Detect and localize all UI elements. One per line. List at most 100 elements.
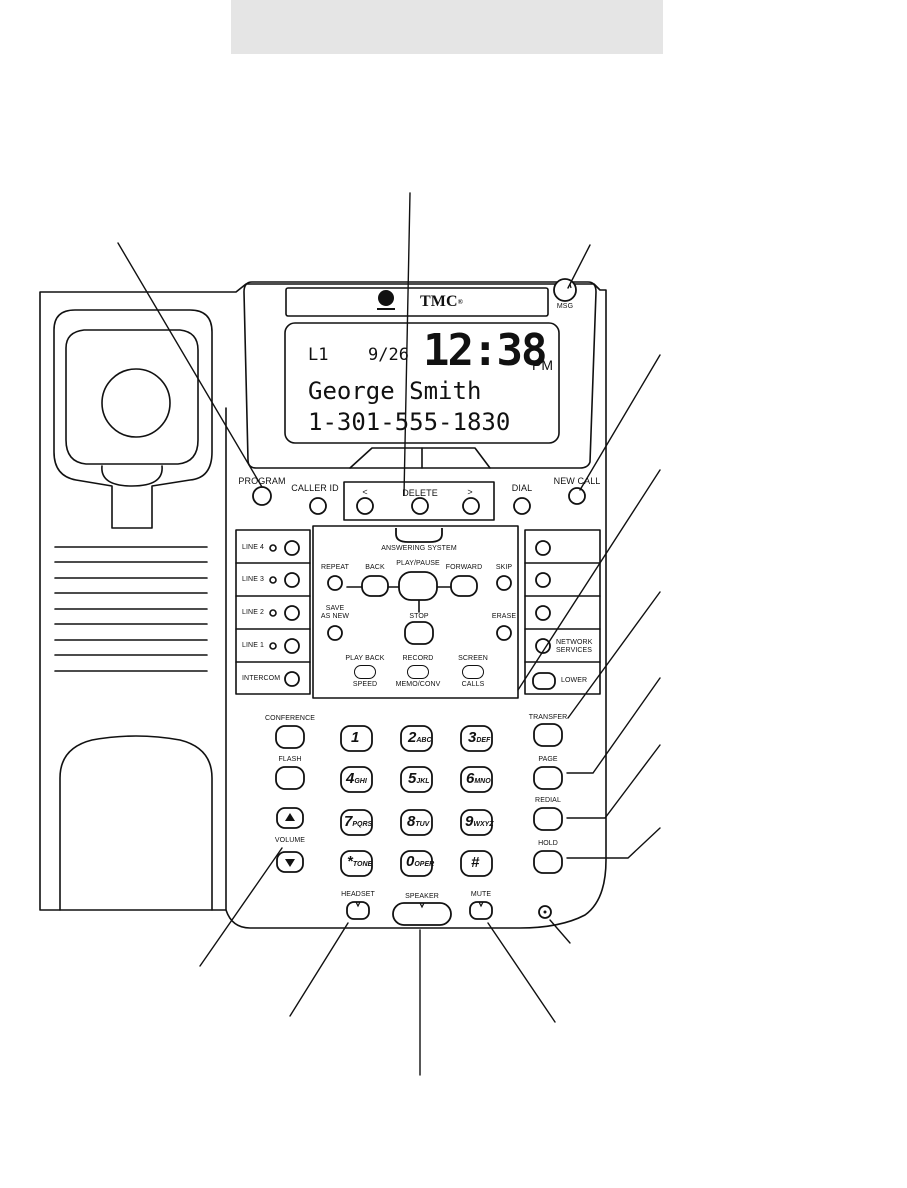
lcd-date: 9/26 (368, 345, 409, 365)
record-memo-button[interactable] (407, 665, 429, 679)
skip-button[interactable] (496, 575, 512, 591)
line-1-led (269, 642, 277, 650)
key-5-label: 5JKL (408, 770, 430, 787)
key-2[interactable] (400, 725, 433, 752)
back-button[interactable] (361, 575, 389, 597)
key-2-label: 2ABC (408, 729, 432, 746)
save-as-new-button[interactable] (327, 625, 343, 641)
new-call-label: NEW CALL (553, 476, 601, 486)
callout-program (117, 242, 263, 488)
forward-label: FORWARD (445, 564, 483, 571)
volume-label: VOLUME (274, 837, 306, 844)
line-4-led (269, 544, 277, 552)
repeat-button[interactable] (327, 575, 343, 591)
mute-button[interactable] (469, 901, 493, 920)
key-0[interactable] (400, 850, 433, 877)
lcd-caller-number: 1-301-555-1830 (308, 408, 511, 436)
key-star-label: *TONE (347, 853, 373, 870)
answering-system-label: ANSWERING SYSTEM (381, 545, 457, 552)
page-button[interactable] (533, 766, 563, 790)
flash-label: FLASH (278, 756, 302, 763)
conference-button[interactable] (275, 725, 305, 749)
redial-button[interactable] (533, 807, 563, 831)
key-4[interactable] (340, 766, 373, 793)
dial-button[interactable] (513, 497, 531, 515)
callout-headset (289, 922, 349, 1017)
intercom-button[interactable] (284, 671, 300, 687)
screen-calls-button[interactable] (462, 665, 484, 679)
calls-label: CALLS (461, 681, 485, 688)
header-banner (231, 0, 663, 54)
programmable-key-3[interactable] (535, 605, 551, 621)
key-3[interactable] (460, 725, 493, 752)
speaker-slots (54, 546, 208, 672)
key-1[interactable] (340, 725, 373, 752)
callout-page (566, 677, 661, 774)
back-label: BACK (365, 564, 385, 571)
callout-delete (403, 192, 411, 496)
line-4-button[interactable] (284, 540, 300, 556)
msg-button[interactable] (553, 278, 577, 302)
handset-mouthpiece (59, 735, 213, 911)
intercom-label: INTERCOM (242, 675, 281, 682)
conference-label: CONFERENCE (264, 715, 316, 722)
network-services-label-1: NETWORK (556, 639, 593, 646)
lcd-screen (284, 322, 560, 444)
save-as-new-label-2: AS NEW (320, 613, 350, 620)
transfer-label: TRANSFER (528, 714, 568, 721)
key-9[interactable] (460, 809, 493, 836)
caller-id-button[interactable] (309, 497, 327, 515)
play-pause-button[interactable] (398, 571, 438, 601)
lower-label: LOWER (561, 677, 588, 684)
key-6[interactable] (460, 766, 493, 793)
lcd-line-indicator: L1 (308, 345, 329, 365)
program-button[interactable] (252, 486, 272, 506)
play-pause-label: PLAY/PAUSE (396, 560, 440, 567)
headset-button[interactable] (346, 901, 370, 920)
new-call-button[interactable] (568, 487, 586, 505)
line-1-button[interactable] (284, 638, 300, 654)
flash-button[interactable] (275, 766, 305, 790)
right-keys-column (524, 529, 601, 695)
speaker-label: SPEAKER (405, 893, 439, 900)
key-hash[interactable] (460, 850, 493, 877)
transfer-button[interactable] (533, 723, 563, 747)
callout-mute (487, 922, 556, 1023)
nav-right-button[interactable] (462, 497, 480, 515)
speaker-button[interactable] (392, 902, 452, 926)
line-2-button[interactable] (284, 605, 300, 621)
key-8-label: 8TUV (407, 813, 430, 830)
erase-button[interactable] (496, 625, 512, 641)
stop-button[interactable] (404, 621, 434, 645)
hold-button[interactable] (533, 850, 563, 874)
play-back-speed-button[interactable] (354, 665, 376, 679)
line-3-label: LINE 3 (242, 576, 264, 583)
key-5[interactable] (400, 766, 433, 793)
forward-button[interactable] (450, 575, 478, 597)
nav-left-button[interactable] (356, 497, 374, 515)
display-housing (243, 281, 597, 469)
brand-logo-text: TMC® (420, 293, 463, 310)
record-label: RECORD (402, 655, 434, 662)
programmable-key-1[interactable] (535, 540, 551, 556)
callout-hold (566, 827, 661, 859)
volume-up-icon (285, 813, 295, 821)
lcd-time: 12:38 (423, 325, 547, 376)
answering-system-button[interactable] (395, 528, 443, 543)
key-star[interactable] (340, 850, 373, 877)
programmable-key-2[interactable] (535, 572, 551, 588)
tmc-logo-base (377, 308, 395, 310)
lower-button[interactable] (532, 672, 556, 690)
network-services-button[interactable] (535, 638, 551, 654)
delete-button[interactable] (411, 497, 429, 515)
speed-label: SPEED (352, 681, 378, 688)
skip-label: SKIP (495, 564, 513, 571)
key-8[interactable] (400, 809, 433, 836)
callout-msg (567, 244, 591, 289)
nav-left-label: < (362, 487, 368, 497)
display-stand (349, 447, 491, 469)
callout-transfer (567, 591, 661, 719)
key-7[interactable] (340, 809, 373, 836)
line-3-button[interactable] (284, 572, 300, 588)
